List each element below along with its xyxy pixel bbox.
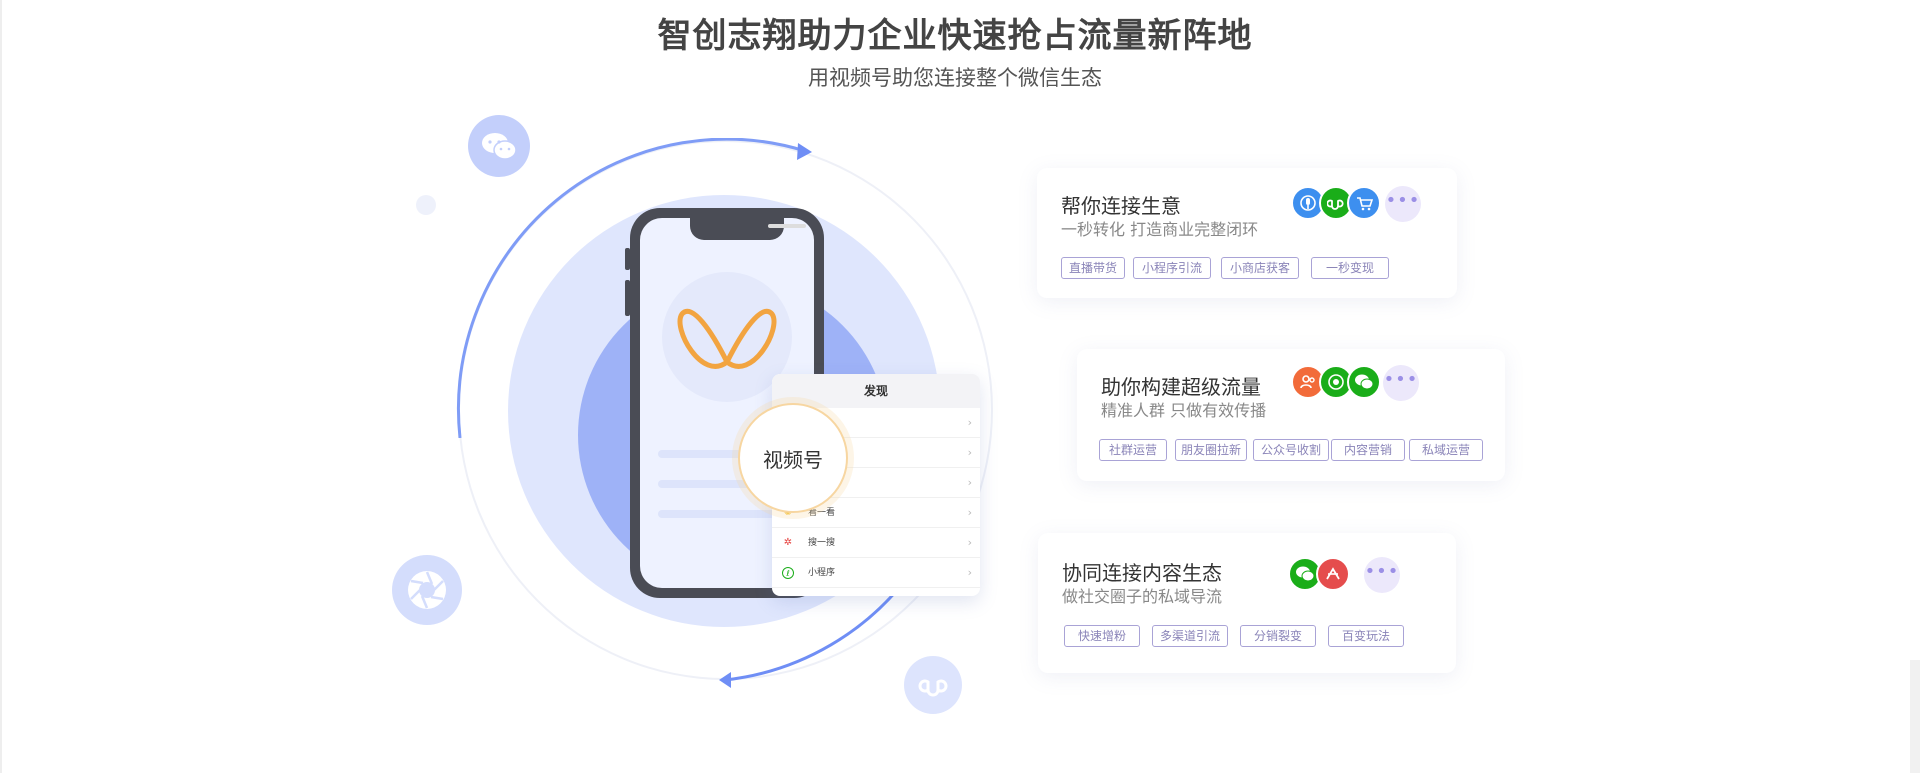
- phone-notch: [690, 218, 806, 240]
- app-icon-group: [1291, 365, 1381, 399]
- weibo-icon: [1316, 557, 1350, 591]
- phone-side-button: [625, 248, 630, 270]
- feature-card-content: 协同连接内容生态 做社交圈子的私域导流 ••• 快速增粉 多渠道引流 分销裂变 …: [1038, 533, 1456, 673]
- app-icon-group: [1288, 557, 1350, 591]
- tag: 私域运营: [1409, 439, 1483, 461]
- video-channel-bubble: 视频号: [738, 403, 848, 513]
- placeholder-line: [658, 510, 798, 518]
- scrollbar-track[interactable]: [1910, 660, 1920, 773]
- discover-row-search[interactable]: ✲ 搜一搜 ›: [772, 528, 980, 558]
- card-title: 助你构建超级流量: [1101, 375, 1261, 399]
- phone-screen: [640, 218, 814, 588]
- search-icon: ✲: [783, 537, 793, 548]
- tag: 小商店获客: [1221, 257, 1299, 279]
- placeholder-line: [658, 450, 798, 458]
- app-icon-group: [1291, 186, 1381, 220]
- discover-row-empty[interactable]: ›: [772, 468, 980, 498]
- channels-logo-icon: [677, 309, 777, 369]
- page-subtitle: 用视频号助您连接整个微信生态: [808, 66, 1102, 90]
- decor-dot: [416, 195, 436, 215]
- mini-program-icon: [904, 656, 962, 714]
- tag: 百变玩法: [1328, 625, 1404, 647]
- tag: 多渠道引流: [1152, 625, 1228, 647]
- feature-card-business: 帮你连接生意 一秒转化 打造商业完整闭环 ••• 直播带货 小程序引流 小商店获…: [1037, 168, 1457, 298]
- shop-cart-icon: [1347, 186, 1381, 220]
- feature-card-traffic: 助你构建超级流量 精准人群 只做有效传播 ••• 社群运营 朋友圈拉新 公众号收…: [1077, 349, 1505, 481]
- tag: 朋友圈拉新: [1175, 439, 1247, 461]
- more-icon[interactable]: •••: [1385, 186, 1421, 222]
- tag: 直播带货: [1061, 257, 1125, 279]
- page-title: 智创志翔助力企业快速抢占流量新阵地: [657, 16, 1253, 56]
- discover-row-empty[interactable]: ›: [772, 408, 980, 438]
- channels-logo-bg: [662, 272, 792, 402]
- wechat-icon: [1347, 365, 1381, 399]
- more-icon[interactable]: •••: [1364, 557, 1400, 593]
- card-title: 帮你连接生意: [1061, 194, 1181, 218]
- discover-title: 发现: [772, 374, 980, 408]
- placeholder-line: [658, 480, 798, 488]
- card-desc: 做社交圈子的私域导流: [1062, 587, 1223, 606]
- tag: 分销裂变: [1240, 625, 1316, 647]
- more-icon[interactable]: •••: [1383, 365, 1419, 401]
- tag: 小程序引流: [1133, 257, 1211, 279]
- discover-row-mini[interactable]: ℓ 小程序 ›: [772, 558, 980, 588]
- tag: 社群运营: [1099, 439, 1167, 461]
- card-desc: 一秒转化 打造商业完整闭环: [1061, 220, 1259, 239]
- wechat-icon: [468, 115, 530, 177]
- shutter-icon: [392, 555, 462, 625]
- discover-row-empty[interactable]: ›: [772, 438, 980, 468]
- mini-program-icon: ℓ: [782, 567, 794, 579]
- card-desc: 精准人群 只做有效传播: [1101, 401, 1267, 420]
- card-title: 协同连接内容生态: [1062, 561, 1222, 585]
- left-divider: [0, 0, 2, 773]
- tag: 快速增粉: [1064, 625, 1140, 647]
- tag: 一秒变现: [1311, 257, 1389, 279]
- phone-side-button: [625, 280, 630, 316]
- tag: 公众号收割: [1253, 439, 1329, 461]
- tag: 内容营销: [1331, 439, 1405, 461]
